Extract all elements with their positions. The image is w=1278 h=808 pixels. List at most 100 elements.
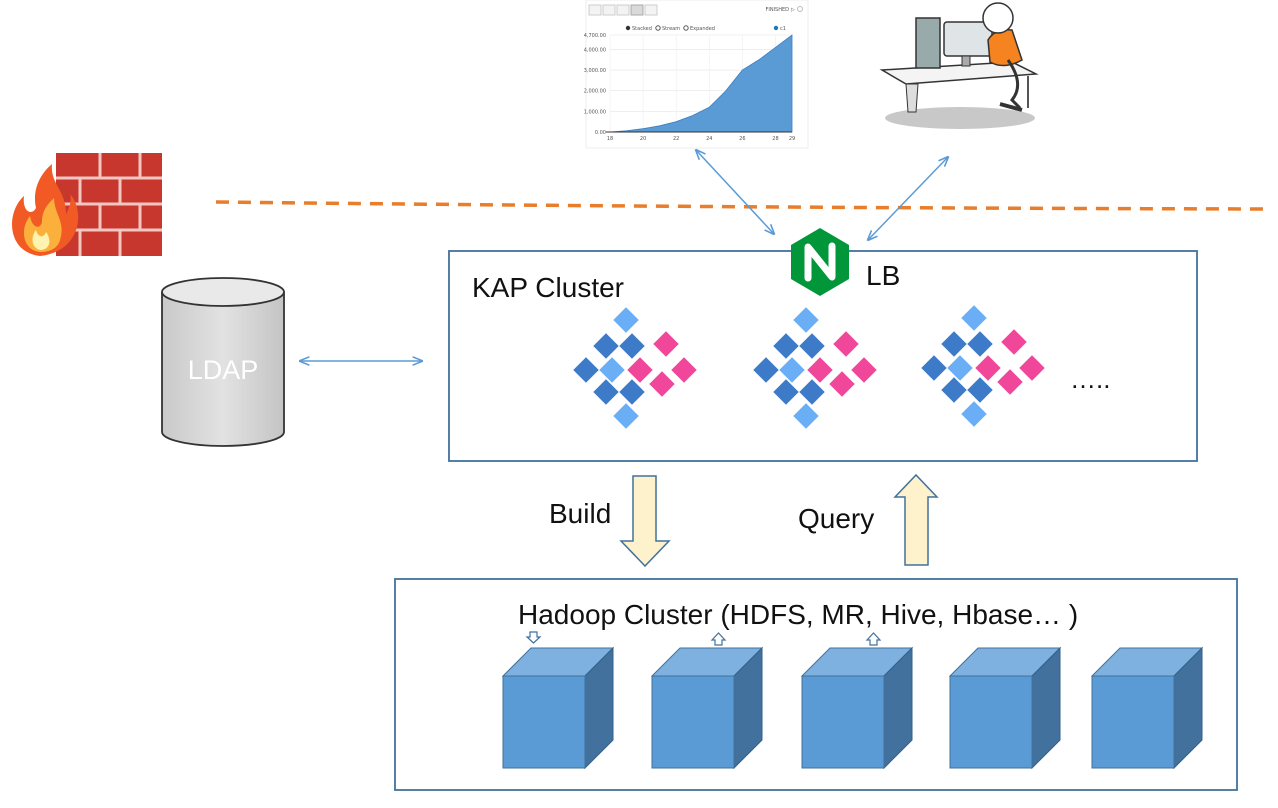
kap-logo-tile: [619, 379, 645, 405]
chart-legend: Stacked Stream Expanded c1: [625, 25, 786, 32]
build-label: Build: [549, 498, 611, 529]
kap-logo-tile: [997, 369, 1023, 395]
query-label: Query: [798, 503, 874, 534]
kap-logo-tile: [941, 377, 967, 403]
kap-logo-tile: [573, 357, 599, 383]
run-icon[interactable]: ▷: [791, 7, 795, 13]
user-feet: [999, 102, 1023, 112]
y-tick-label: 0.00: [595, 130, 606, 136]
legend-radio-stacked[interactable]: [625, 25, 631, 31]
kap-logo-tile: [593, 379, 619, 405]
hadoop-node-cube: [1090, 646, 1204, 770]
kap-logo-tile: [833, 331, 859, 357]
table-view-icon[interactable]: [588, 4, 602, 16]
kap-logo-tile: [671, 357, 697, 383]
kap-logo-tile: [779, 357, 805, 383]
hadoop-node-cube: [800, 646, 914, 770]
kap-logo-tile: [653, 331, 679, 357]
y-tick-label: 1,000.00: [584, 109, 606, 115]
chart-toolbar: FINISHED ▷: [588, 4, 803, 16]
kap-logo-tile: [593, 333, 619, 359]
line-view-icon[interactable]: [644, 4, 658, 16]
x-tick-label: 20: [640, 136, 646, 142]
legend-label-stacked: Stacked: [632, 26, 652, 32]
kap-logo-tile: [947, 355, 973, 381]
chart-widget: FINISHED ▷ Stacked Stream Expanded c1 18…: [584, 0, 809, 149]
x-tick-label: 28: [772, 136, 778, 142]
chart-lb-arrow: [696, 150, 774, 234]
computer-monitor: [943, 21, 993, 57]
hadoop-node-cube: [650, 646, 764, 770]
kap-logo-tile: [961, 305, 987, 331]
query-flow: Query: [798, 473, 939, 566]
ldap-cylinder-body: [161, 292, 285, 447]
nginx-lb: LB: [791, 228, 900, 296]
kap-logo-tile: [799, 379, 825, 405]
x-tick-label: 29: [789, 136, 795, 142]
kap-logo-tile: [975, 355, 1001, 381]
kap-logo-tile: [753, 357, 779, 383]
settings-icon[interactable]: [797, 6, 803, 12]
kap-node-1-logo: [573, 307, 697, 429]
data-down-arrow: [525, 631, 542, 644]
kap-logo-tile: [807, 357, 833, 383]
computer-tower: [915, 17, 941, 69]
kap-logo-tile: [619, 333, 645, 359]
kap-cluster-title: KAP Cluster: [472, 272, 624, 303]
series-key-c1[interactable]: [773, 25, 779, 31]
series-label-c1: c1: [780, 26, 786, 32]
kap-logo-tile: [649, 371, 675, 397]
kap-logo-tile: [613, 403, 639, 429]
build-flow: Build: [549, 475, 671, 568]
kap-logo-tile: [967, 331, 993, 357]
user-legs: [1006, 59, 1022, 110]
hadoop-node-cube: [948, 646, 1062, 770]
x-tick-label: 18: [607, 136, 613, 142]
kap-more-nodes: …..: [1070, 364, 1110, 394]
kap-logo-tile: [851, 357, 877, 383]
user-head: [982, 2, 1014, 34]
lb-label: LB: [866, 260, 900, 291]
legend-label-stream: Stream: [662, 26, 680, 32]
area-view-icon[interactable]: [630, 4, 644, 16]
kap-logo-tile: [613, 307, 639, 333]
trash-can: [905, 83, 919, 113]
kap-node-2-logo: [753, 307, 877, 429]
kap-logo-tile: [799, 333, 825, 359]
cube-front-face: [949, 675, 1033, 769]
legend-label-expanded: Expanded: [690, 26, 715, 32]
hadoop-cluster-title: Hadoop Cluster (HDFS, MR, Hive, Hbase… ): [518, 599, 1078, 630]
x-tick-label: 26: [739, 136, 745, 142]
ldap-label: LDAP: [188, 355, 259, 385]
bar-view-icon[interactable]: [602, 4, 616, 16]
chart-status: FINISHED: [765, 7, 789, 13]
firewall-boundary-line: [215, 200, 1269, 211]
y-tick-label: 3,000.00: [584, 68, 606, 74]
kap-nodes: [573, 305, 1045, 429]
data-up-arrow-2: [865, 632, 882, 646]
firewall-icon: [12, 153, 162, 256]
hadoop-nodes: [501, 646, 1204, 770]
hadoop-node-cube: [501, 646, 615, 770]
user-body: [987, 28, 1023, 67]
kap-logo-tile: [793, 403, 819, 429]
pie-view-icon[interactable]: [616, 4, 630, 16]
kap-logo-tile: [1019, 355, 1045, 381]
legend-radio-stream[interactable]: [655, 25, 661, 31]
y-tick-label: 4,700.00: [584, 33, 606, 39]
legend-radio-expanded[interactable]: [683, 25, 689, 31]
hadoop-cluster-box: [394, 578, 1238, 791]
y-tick-labels: 0.001,000.002,000.003,000.004,000.004,70…: [584, 33, 606, 136]
area-series-c1: [609, 34, 793, 133]
user-at-desk-illustration: [879, 2, 1039, 129]
cube-front-face: [1091, 675, 1175, 769]
kap-logo-tile: [627, 357, 653, 383]
ldap-database: LDAP: [161, 277, 285, 447]
desk-shadow: [885, 107, 1035, 129]
cube-front-face: [801, 675, 885, 769]
kap-logo-tile: [829, 371, 855, 397]
kap-logo-tile: [921, 355, 947, 381]
user-lb-arrow: [868, 157, 948, 240]
